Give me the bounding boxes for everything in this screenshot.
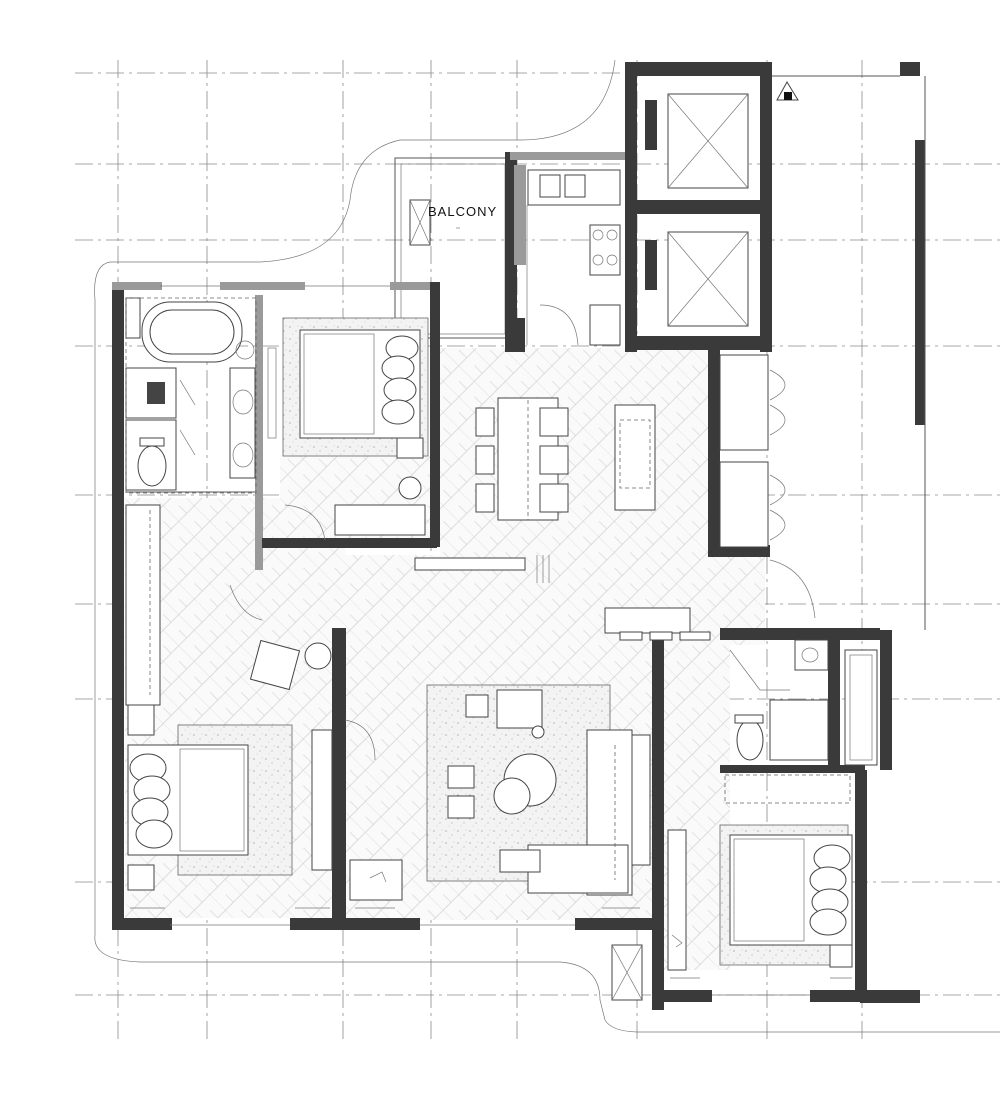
balcony: BALCONY [394, 157, 511, 339]
bedroom-2 [125, 504, 333, 909]
site-boundary [94, 59, 1000, 1033]
lobby [719, 75, 926, 630]
guest-bathroom [729, 639, 878, 766]
windows [160, 285, 810, 996]
master-bathroom [125, 297, 257, 494]
dining-area [414, 397, 656, 583]
bedroom-3-pillows [809, 844, 851, 936]
elevator-shafts [645, 81, 799, 327]
bedroom-1-pillows [381, 335, 419, 425]
bedroom-2-pillows [129, 753, 173, 849]
living-room [344, 607, 711, 909]
bedroom-1 [267, 317, 429, 541]
walls [112, 62, 925, 1010]
balcony-label: BALCONY [428, 204, 497, 219]
kitchen [514, 165, 621, 346]
bedroom-3 [611, 774, 853, 1001]
